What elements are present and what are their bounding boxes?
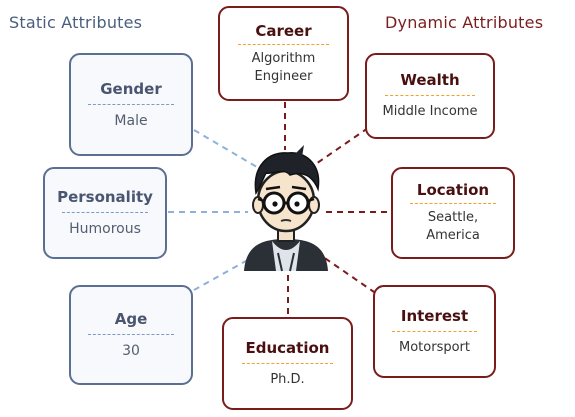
link-interest [315,251,375,293]
static-attributes-header: Static Attributes [9,13,143,32]
card-value: Male [114,112,148,129]
card-divider [241,362,334,364]
card-title: Wealth [400,71,460,89]
card-value: Motorsport [399,339,470,355]
card-title: Location [416,181,490,199]
card-divider [61,212,149,213]
card-career: Career Algorithm Engineer [218,6,349,101]
card-personality: Personality Humorous [43,167,167,259]
person-with-glasses-icon [244,145,328,272]
card-title: Gender [100,79,162,98]
card-divider [87,103,175,105]
card-divider [391,330,478,332]
card-divider [409,203,497,204]
card-title: Personality [57,188,153,206]
card-education: Education Ph.D. [222,317,353,410]
card-gender: Gender Male [69,53,193,156]
card-title: Interest [400,306,469,325]
card-wealth: Wealth Middle Income [365,53,495,139]
card-value: 30 [122,343,140,359]
card-interest: Interest Motorsport [373,285,496,378]
card-value: Seattle, America [426,210,480,243]
card-title: Career [255,21,312,40]
card-value: Ph.D. [270,371,305,387]
card-divider [384,95,476,96]
link-wealth [309,127,369,169]
link-age [193,251,263,291]
card-location: Location Seattle, America [391,167,515,259]
dynamic-attributes-header: Dynamic Attributes [385,13,544,32]
card-value: Middle Income [382,104,478,119]
card-value: Algorithm Engineer [251,50,316,84]
card-age: Age 30 [69,285,193,385]
card-title: Education [245,338,330,357]
link-gender [193,129,263,171]
card-value: Humorous [69,221,141,237]
card-divider [237,43,330,45]
card-divider [87,334,175,335]
card-title: Age [114,310,148,328]
